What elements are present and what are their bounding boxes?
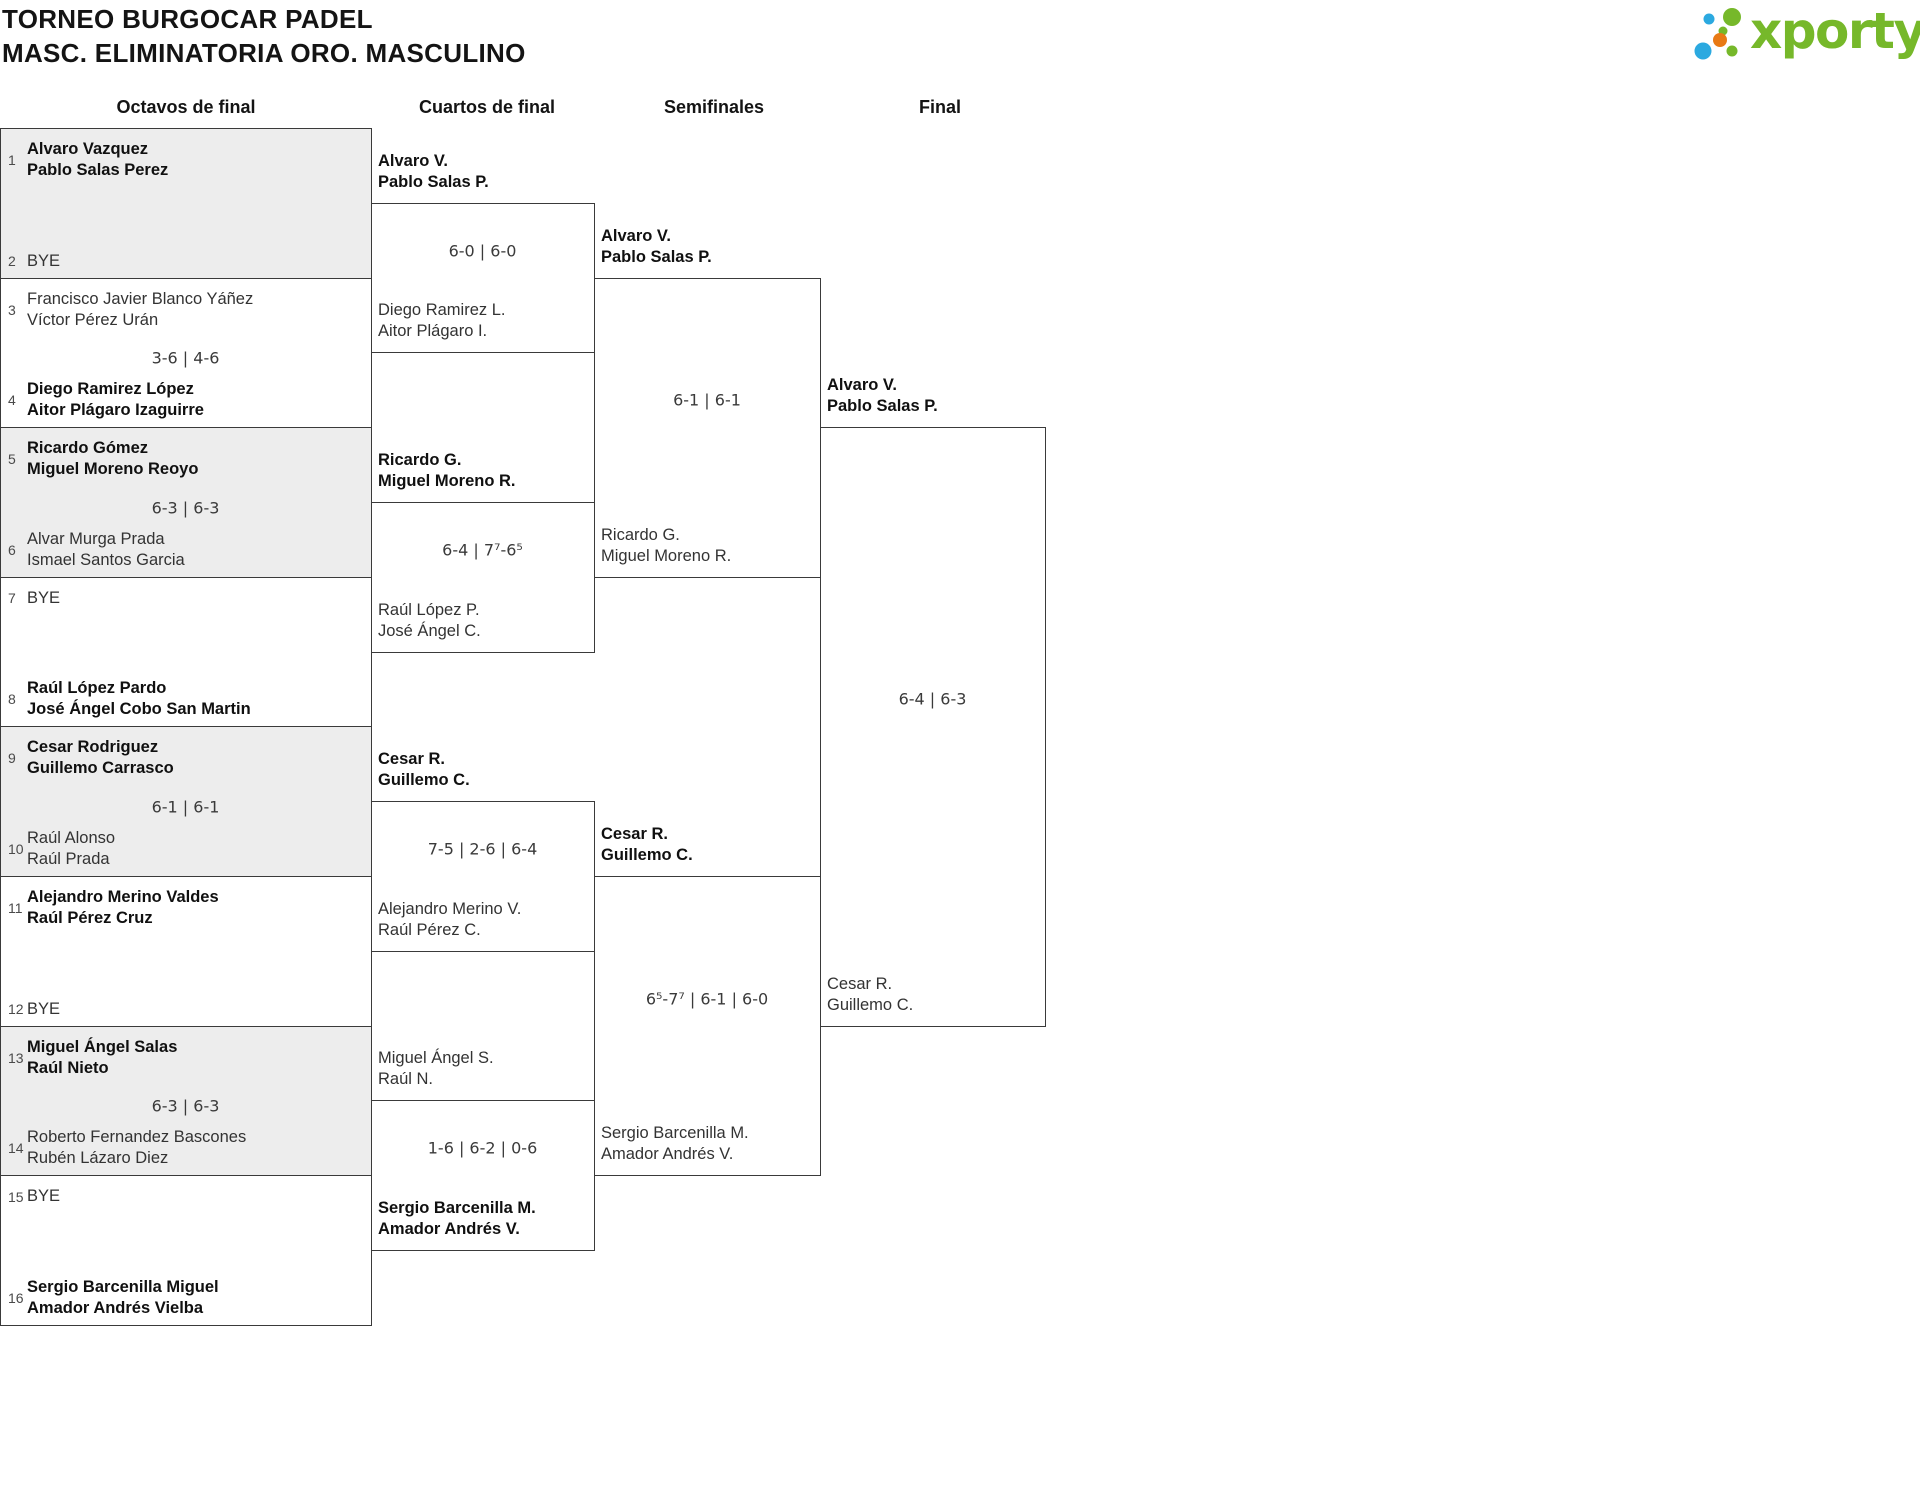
advancing-team-label: Sergio Barcenilla M.Amador Andrés V. — [601, 1124, 749, 1164]
round-header-semifinales: Semifinales — [663, 97, 765, 117]
round-header-final: Final — [918, 97, 962, 117]
advancing-team-label: Sergio Barcenilla M.Amador Andrés V. — [378, 1199, 536, 1238]
match-score: 6-1 | 6-1 — [151, 797, 220, 817]
seed-number: 9 — [8, 750, 16, 767]
team-names: BYE — [27, 999, 61, 1018]
team-names: BYE — [27, 1187, 61, 1206]
advancing-team-label: Alvaro V.Pablo Salas P. — [601, 226, 712, 266]
octavos-match-box — [0, 1175, 372, 1326]
advancing-team-label: Raúl López P.José Ángel C. — [378, 600, 481, 640]
match-score: 6-3 | 6-3 — [151, 1096, 220, 1116]
xporty-dots-icon — [1694, 8, 1741, 60]
xporty-logo[interactable]: xporty — [1680, 0, 1920, 70]
seed-number: 1 — [8, 152, 16, 168]
team-names: BYE — [27, 588, 61, 607]
octavos-match-box — [0, 1025, 372, 1177]
team-names: BYE — [27, 251, 61, 270]
advancing-team-label: Ricardo G.Miguel Moreno R. — [378, 451, 516, 490]
match-score: 6⁵-7⁷ | 6-1 | 6-0 — [645, 989, 769, 1009]
octavos-match-box — [0, 576, 372, 728]
seed-number: 7 — [8, 590, 16, 607]
seed-number: 4 — [8, 392, 16, 409]
seed-number: 16 — [8, 1289, 24, 1306]
team-row: 7 BYE — [6, 588, 60, 609]
tournament-name: TORNEO BURGOCAR PADEL — [2, 4, 373, 34]
seed-number: 10 — [8, 841, 24, 857]
octavos-match-box — [0, 277, 372, 429]
match-score: 6-4 | 6-3 — [898, 689, 967, 709]
octavos-match-box — [0, 876, 372, 1027]
advancing-team-label: Alejandro Merino V.Raúl Pérez C. — [378, 899, 522, 939]
match-score: 7-5 | 2-6 | 6-4 — [427, 839, 538, 859]
seed-number: 6 — [8, 541, 16, 558]
round-header-cuartos: Cuartos de final — [418, 97, 556, 117]
seed-number: 3 — [8, 301, 16, 318]
advancing-team-label: Cesar R.Guillemo C. — [601, 825, 693, 864]
match-score: 6-4 | 7⁷-6⁵ — [442, 540, 523, 560]
seed-number: 11 — [8, 900, 23, 916]
page-title: TORNEO BURGOCAR PADEL MASC. ELIMINATORIA… — [2, 2, 526, 70]
seed-number: 14 — [8, 1140, 24, 1157]
match-score: 1-6 | 6-2 | 0-6 — [427, 1138, 538, 1158]
advancing-team-label: Diego Ramirez L.Aitor Plágaro I. — [378, 301, 506, 341]
advancing-team-label: Miguel Ángel S.Raúl N. — [378, 1049, 494, 1089]
seed-number: 5 — [8, 451, 16, 468]
match-score: 3-6 | 4-6 — [151, 348, 220, 368]
team-row: 2 BYE — [6, 251, 60, 272]
seed-number: 2 — [8, 253, 16, 270]
round-header-octavos: Octavos de final — [116, 97, 256, 117]
seed-number: 8 — [8, 691, 16, 708]
match-score: 6-1 | 6-1 — [673, 390, 741, 410]
advancing-team-label: Cesar R.Guillemo C. — [827, 974, 914, 1014]
seed-number: 13 — [8, 1049, 24, 1066]
advancing-team-label: Alvaro V.Pablo Salas P. — [827, 376, 938, 416]
seed-number: 15 — [8, 1188, 24, 1205]
seed-number: 12 — [8, 1001, 24, 1018]
match-score: 6-3 | 6-3 — [151, 498, 220, 518]
advancing-team-label: Cesar R.Guillemo C. — [378, 750, 470, 790]
advancing-team-label: Ricardo G.Miguel Moreno R. — [601, 525, 732, 565]
match-score: 6-0 | 6-0 — [448, 241, 517, 261]
xporty-logo-text: xporty — [1750, 2, 1920, 60]
bracket-subtitle: MASC. ELIMINATORIA ORO. MASCULINO — [2, 38, 526, 68]
final-match-box — [820, 427, 1046, 1027]
octavos-match-box — [0, 128, 372, 279]
advancing-team-label: Alvaro V.Pablo Salas P. — [378, 151, 489, 191]
